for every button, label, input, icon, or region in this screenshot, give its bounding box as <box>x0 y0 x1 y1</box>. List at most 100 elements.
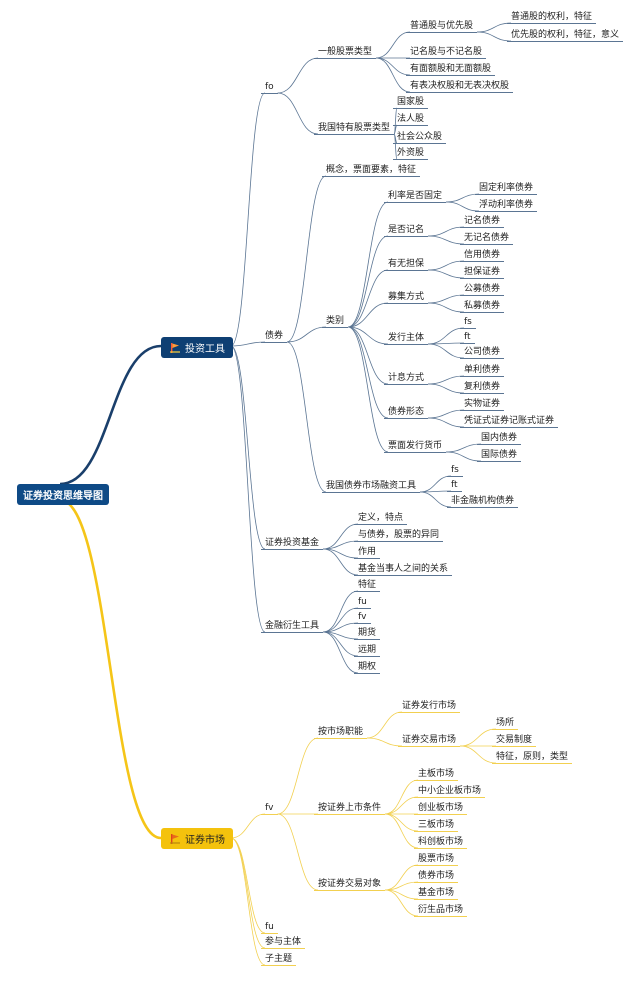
mind-map-node[interactable]: 一般股票类型 <box>318 46 372 58</box>
mind-map-node[interactable]: 与债券，股票的异同 <box>358 529 439 541</box>
mind-map-node[interactable]: 金融衍生工具 <box>265 620 319 632</box>
mind-map-node[interactable]: 基金当事人之间的关系 <box>358 563 448 575</box>
mind-map-node[interactable]: 债券形态 <box>388 406 424 418</box>
mind-map-node[interactable]: 普通股的权利，特征 <box>511 11 592 23</box>
mind-map-node[interactable]: 普通股与优先股 <box>410 20 473 32</box>
mind-map-node[interactable]: 非金融机构债券 <box>451 495 514 507</box>
mind-map-node[interactable]: 衍生品市场 <box>418 904 463 916</box>
root-node[interactable]: 证券投资思维导图 <box>17 484 109 505</box>
connector-line <box>277 813 319 891</box>
node-label: 远期 <box>358 645 377 655</box>
mind-map-node[interactable]: 国家股 <box>397 96 424 108</box>
mind-map-node[interactable]: 子主题 <box>265 953 292 965</box>
mind-map-node[interactable]: 利率是否固定 <box>388 190 442 202</box>
mind-map-node[interactable]: fs <box>464 316 472 328</box>
mind-map-node[interactable]: 我国债券市场融资工具 <box>326 480 416 492</box>
node-underline <box>414 814 468 815</box>
connector-line <box>367 737 403 747</box>
node-underline <box>460 278 505 279</box>
connector-line <box>428 260 465 271</box>
mind-map-node[interactable]: 定义，特点 <box>358 512 403 524</box>
mind-map-node[interactable]: 凭证式证券记账式证券 <box>464 415 554 427</box>
branch-securities-market[interactable]: 证券市场 <box>161 828 233 849</box>
mind-map-node[interactable]: 按市场职能 <box>318 726 363 738</box>
mind-map-node[interactable]: 远期 <box>358 644 376 656</box>
mind-map-node[interactable]: 法人股 <box>397 113 424 125</box>
flag-icon <box>170 342 180 353</box>
node-underline <box>322 327 349 328</box>
mind-map-node[interactable]: 单利债券 <box>464 364 500 376</box>
mind-map-node[interactable]: 参与主体 <box>265 936 301 948</box>
branch-investment-tools[interactable]: 投资工具 <box>161 337 233 358</box>
mind-map-node[interactable]: 浮动利率债券 <box>479 199 533 211</box>
mind-map-node[interactable]: 按证券上市条件 <box>318 802 381 814</box>
mind-map-node[interactable]: 实物证券 <box>464 398 500 410</box>
mind-map-node[interactable]: 优先股的权利，特征，意义 <box>511 29 619 41</box>
mind-map-node[interactable]: 私募债券 <box>464 300 500 312</box>
connector-line <box>286 175 327 343</box>
mind-map-node[interactable]: 记名债券 <box>464 215 500 227</box>
mind-map-node[interactable]: 证券投资基金 <box>265 537 319 549</box>
mind-map-node[interactable]: 债券市场 <box>418 870 454 882</box>
mind-map-node[interactable]: 场所 <box>496 717 514 729</box>
mind-map-node[interactable]: 有无担保 <box>388 258 424 270</box>
node-underline <box>354 575 453 576</box>
mind-map-node[interactable]: 我国特有股票类型 <box>318 122 390 134</box>
mind-map-node[interactable]: fv <box>265 802 274 814</box>
node-label: 募集方式 <box>388 292 425 302</box>
mind-map-node[interactable]: 票面发行货币 <box>388 440 442 452</box>
mind-map-node[interactable]: 发行主体 <box>388 332 424 344</box>
mind-map-node[interactable]: 基金市场 <box>418 887 454 899</box>
mind-map-node[interactable]: 公司债券 <box>464 346 500 358</box>
mind-map-node[interactable]: 是否记名 <box>388 224 424 236</box>
mind-map-node[interactable]: 科创板市场 <box>418 836 463 848</box>
connector-line <box>277 737 319 815</box>
mind-map-node[interactable]: 交易制度 <box>496 734 532 746</box>
mind-map-node[interactable]: 按证券交易对象 <box>318 878 381 890</box>
mind-map-node[interactable]: 固定利率债券 <box>479 182 533 194</box>
mind-map-node[interactable]: 证券交易市场 <box>402 734 456 746</box>
mind-map-node[interactable]: 三板市场 <box>418 819 454 831</box>
node-label: 凭证式证券记账式证券 <box>464 416 555 426</box>
mind-map-node[interactable]: fs <box>451 464 459 476</box>
mind-map-node[interactable]: 国内债券 <box>481 432 517 444</box>
connector-line <box>428 302 465 313</box>
mind-map-node[interactable]: 特征，原则，类型 <box>496 751 568 763</box>
mind-map-node[interactable]: 信用债券 <box>464 249 500 261</box>
node-underline <box>477 461 522 462</box>
mind-map-node[interactable]: ft <box>464 331 471 343</box>
mind-map-node[interactable]: 期货 <box>358 627 376 639</box>
mind-map-node[interactable]: 股票市场 <box>418 853 454 865</box>
node-label: 特征，原则，类型 <box>496 752 569 762</box>
mind-map-node[interactable]: fu <box>358 596 367 608</box>
mind-map-node[interactable]: ft <box>451 479 458 491</box>
mind-map-node[interactable]: 社会公众股 <box>397 131 442 143</box>
mind-map-node[interactable]: 担保证券 <box>464 266 500 278</box>
mind-map-node[interactable]: fu <box>265 921 274 933</box>
node-underline <box>398 712 461 713</box>
mind-map-node[interactable]: 无记名债券 <box>464 232 509 244</box>
mind-map-node[interactable]: 有面额股和无面额股 <box>410 63 491 75</box>
mind-map-node[interactable]: 外资股 <box>397 147 424 159</box>
mind-map-node[interactable]: 记名股与不记名股 <box>410 46 482 58</box>
mind-map-node[interactable]: 计息方式 <box>388 372 424 384</box>
mind-map-node[interactable]: 国际债券 <box>481 449 517 461</box>
mind-map-node[interactable]: 创业板市场 <box>418 802 463 814</box>
mind-map-node[interactable]: 中小企业板市场 <box>418 785 481 797</box>
mind-map-node[interactable]: 有表决权股和无表决权股 <box>410 80 509 92</box>
node-underline <box>477 444 522 445</box>
mind-map-node[interactable]: 特征 <box>358 579 376 591</box>
mind-map-node[interactable]: 募集方式 <box>388 291 424 303</box>
node-label: 按证券上市条件 <box>318 803 382 813</box>
mind-map-node[interactable]: 公募债券 <box>464 283 500 295</box>
mind-map-node[interactable]: 类别 <box>326 315 344 327</box>
mind-map-node[interactable]: fv <box>358 611 367 623</box>
mind-map-node[interactable]: 证券发行市场 <box>402 700 456 712</box>
mind-map-node[interactable]: fo <box>265 81 274 93</box>
mind-map-node[interactable]: 主板市场 <box>418 768 454 780</box>
mind-map-node[interactable]: 债券 <box>265 330 283 342</box>
mind-map-node[interactable]: 复利债券 <box>464 381 500 393</box>
mind-map-node[interactable]: 作用 <box>358 546 376 558</box>
mind-map-node[interactable]: 概念，票面要素，特征 <box>326 164 416 176</box>
mind-map-node[interactable]: 期权 <box>358 661 376 673</box>
